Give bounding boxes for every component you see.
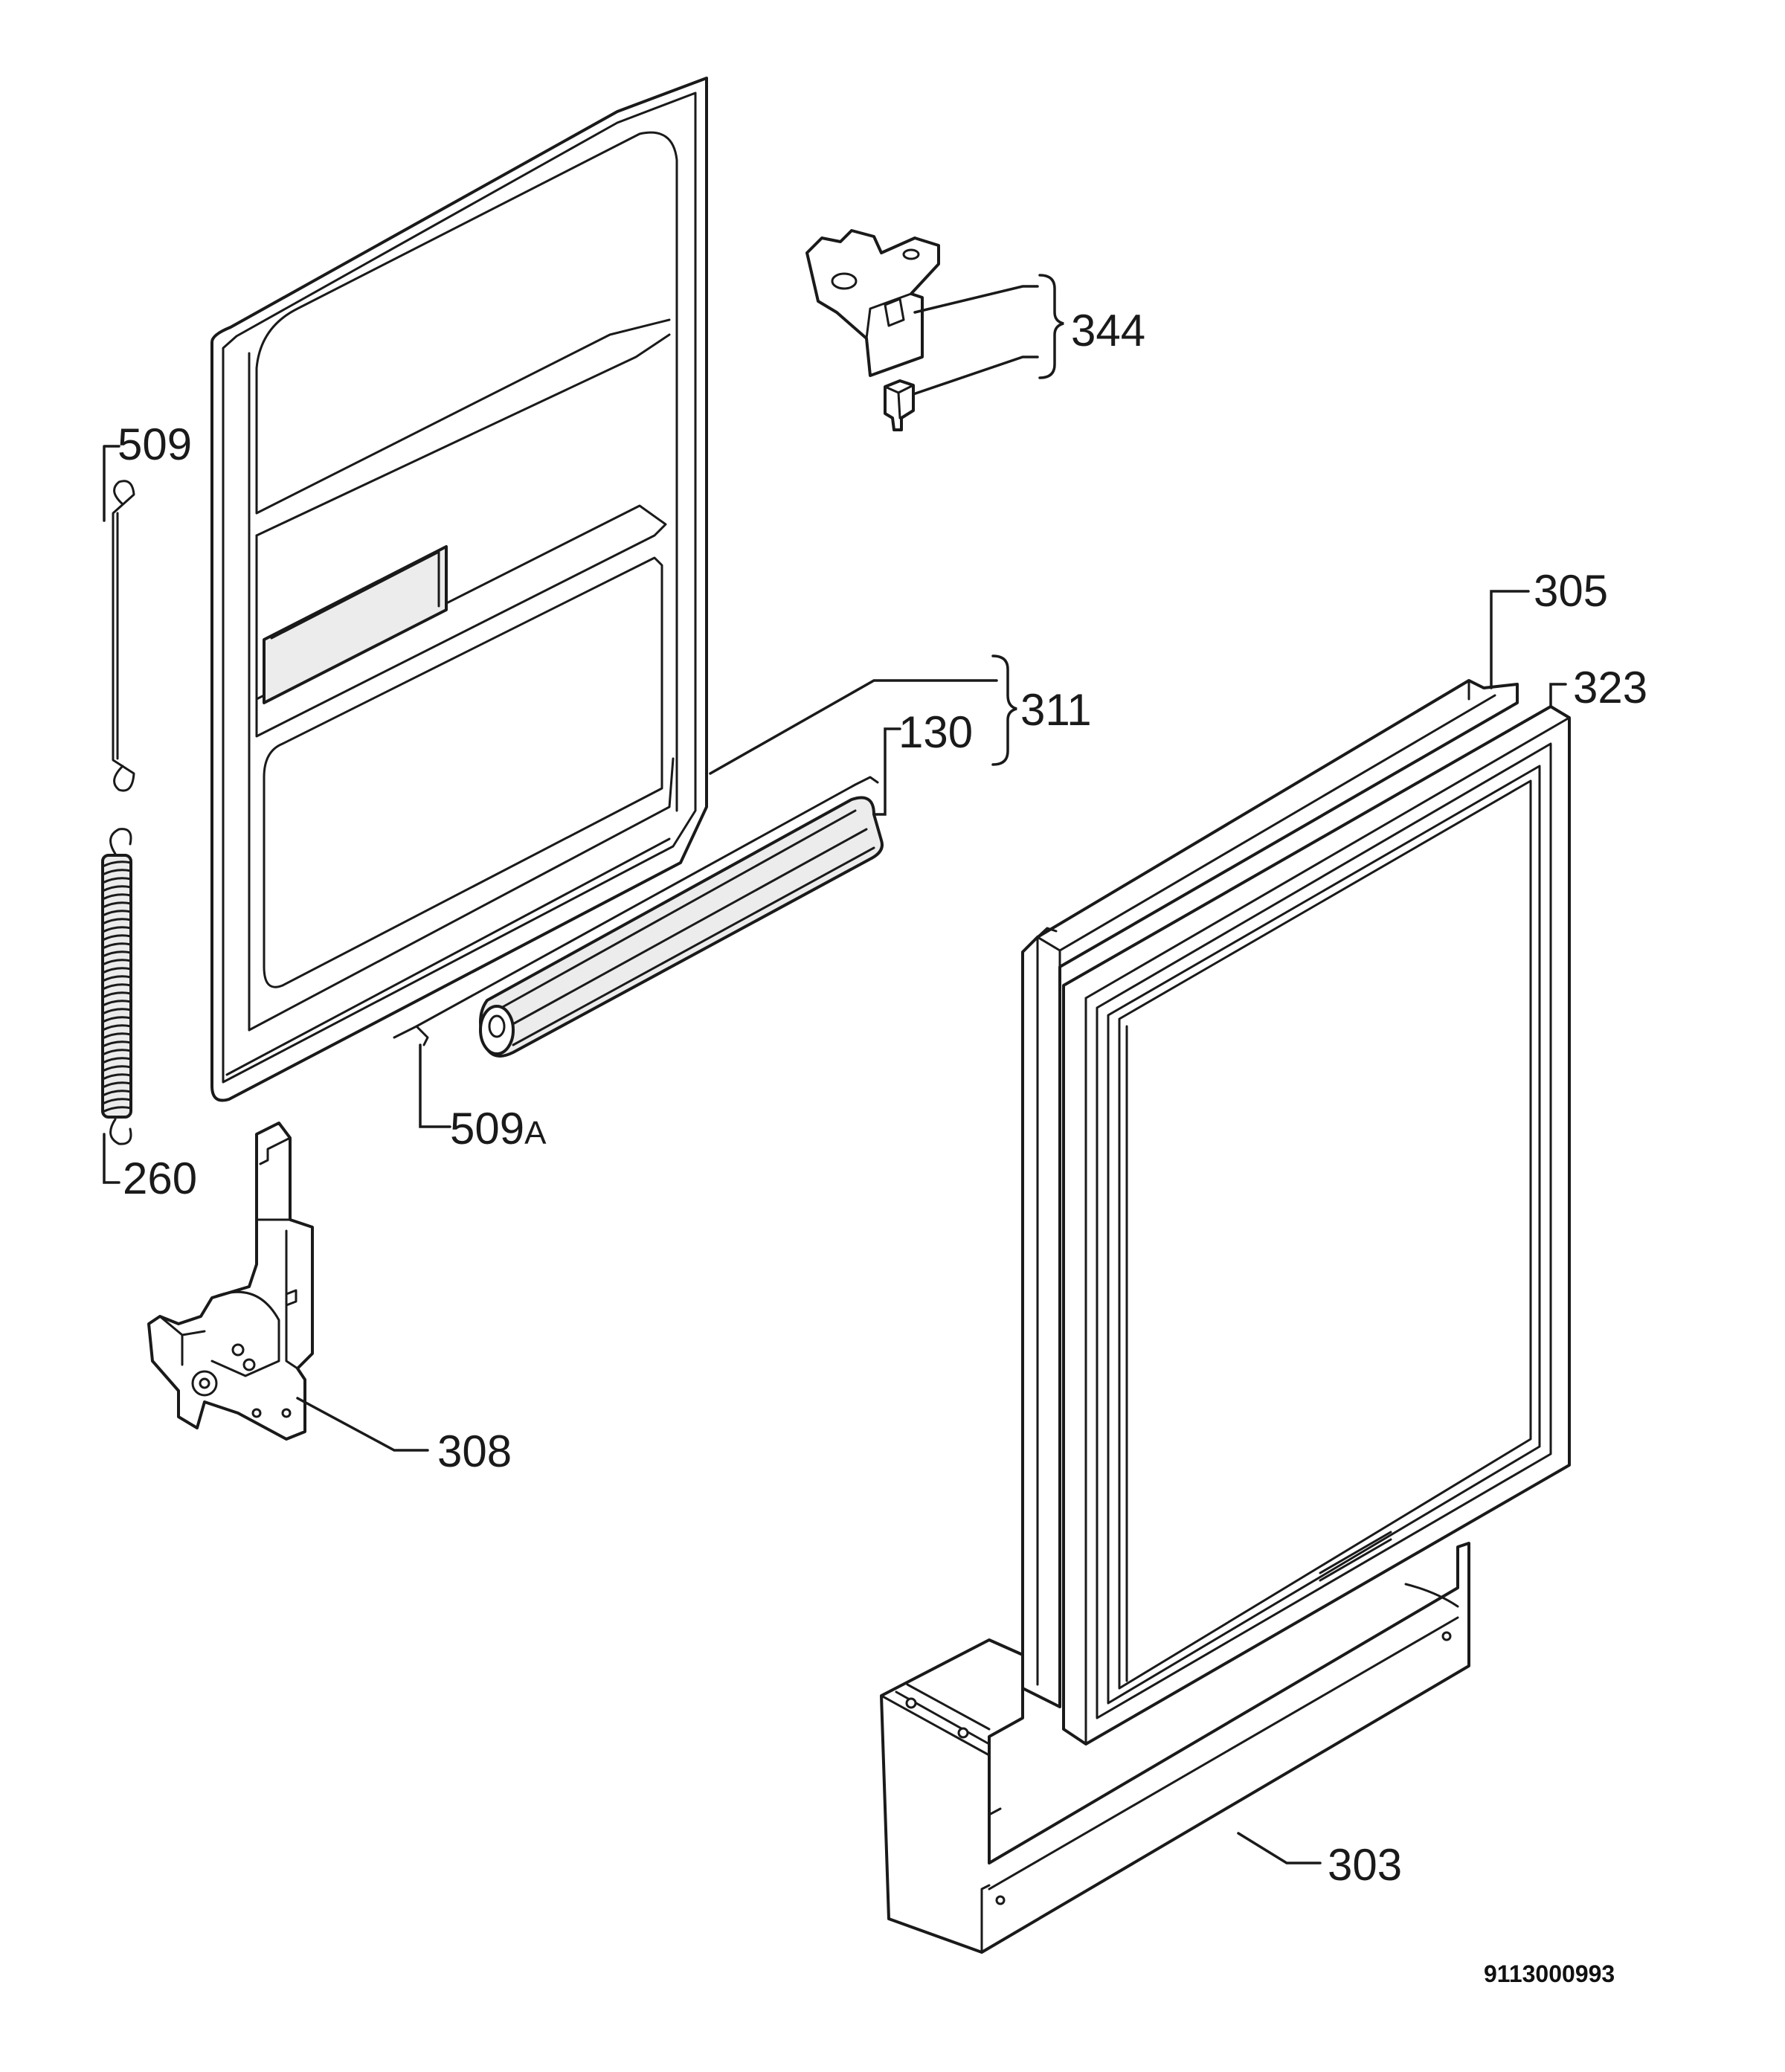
spring-coil	[101, 910, 132, 917]
callout-260: 260	[123, 1154, 197, 1203]
spring-coil	[101, 1008, 132, 1015]
spring-coil	[101, 869, 132, 876]
hinge-308	[147, 1122, 314, 1441]
spring-coil	[101, 1098, 132, 1105]
door-lock-344	[805, 229, 940, 431]
spring-coil	[101, 983, 132, 991]
spring-coil	[101, 893, 132, 901]
rail-509A	[393, 776, 879, 1046]
frame-323	[1062, 705, 1571, 1746]
spring-coil	[101, 885, 132, 892]
spring-coil	[101, 1090, 132, 1097]
spring-coil	[101, 991, 132, 999]
callout-311: 311	[1020, 685, 1092, 735]
spring-coil	[101, 1081, 132, 1089]
spring-coil	[101, 950, 132, 958]
spring-coil	[101, 918, 132, 925]
callout-509A-number: 509	[450, 1104, 524, 1154]
spring-509	[112, 480, 135, 792]
callout-323: 323	[1573, 663, 1647, 712]
callout-305: 305	[1534, 566, 1608, 616]
callout-509: 509	[118, 419, 192, 469]
spring-coil	[101, 975, 132, 982]
spring-coil	[101, 1040, 132, 1048]
spring-coil	[101, 1057, 132, 1064]
spring-260	[101, 828, 132, 1145]
callout-308: 308	[437, 1426, 512, 1476]
spring-coil	[101, 959, 132, 966]
spring-coil	[101, 1049, 132, 1056]
spring-coil	[101, 877, 132, 884]
callout-509A: 509A	[450, 1104, 547, 1154]
inner-door-panel	[210, 77, 708, 1102]
spring-coil	[101, 1065, 132, 1072]
plinth-303	[880, 1542, 1470, 1954]
document-number: 9113000993	[1484, 1960, 1615, 1987]
spring-coil	[101, 1016, 132, 1023]
spring-coil	[101, 860, 132, 868]
callout-303: 303	[1328, 1840, 1402, 1890]
frame-305	[1021, 679, 1519, 1708]
spring-coil	[101, 1024, 132, 1032]
spring-coil	[101, 934, 132, 942]
spring-coil	[101, 926, 132, 933]
callout-509A-suffix: A	[524, 1115, 547, 1151]
spring-coil	[101, 1106, 132, 1113]
spring-coil	[101, 1000, 132, 1007]
spring-coil	[101, 1073, 132, 1081]
callout-130: 130	[898, 707, 973, 757]
spring-coil	[101, 901, 132, 909]
spring-coil	[101, 1032, 132, 1040]
gasket-130	[479, 796, 884, 1058]
callout-344: 344	[1071, 306, 1145, 355]
spring-coil	[101, 967, 132, 974]
spring-coil	[101, 942, 132, 950]
